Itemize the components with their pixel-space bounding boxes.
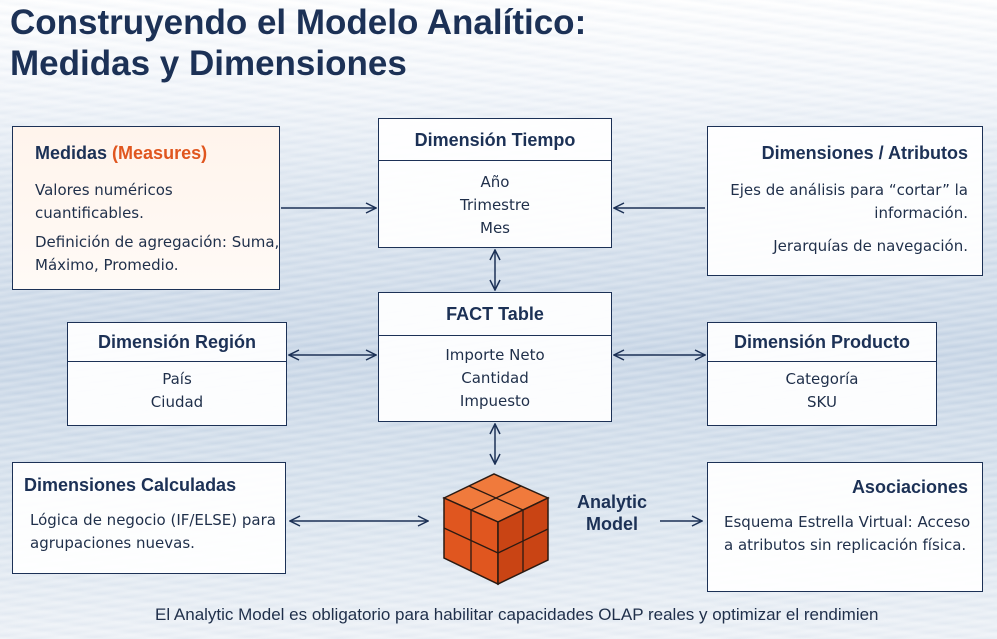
dimensiones-atributos-heading: Dimensiones / Atributos <box>761 143 968 163</box>
dimensiones-calculadas-heading: Dimensiones Calculadas <box>24 475 237 495</box>
calculadas-line-1: Lógica de negocio (IF/ELSE) para agrupac… <box>30 511 276 552</box>
asociaciones-line-1: Esquema Estrella Virtual: Acceso a atrib… <box>724 513 971 554</box>
fact-table-items: Importe Neto Cantidad Impuesto <box>379 336 611 413</box>
atributos-line-2: Jerarquías de navegación. <box>773 237 968 255</box>
fact-item-importe-neto: Importe Neto <box>445 346 545 364</box>
medidas-heading: Medidas (Measures) <box>35 143 207 164</box>
fact-item-impuesto: Impuesto <box>459 392 531 410</box>
dimension-region-heading: Dimensión Región <box>68 323 286 362</box>
producto-item-sku: SKU <box>807 393 837 411</box>
dimensiones-calculadas-box: Dimensiones Calculadas Lógica de negocio… <box>12 462 286 574</box>
footer-note: El Analytic Model es obligatorio para ha… <box>155 605 879 624</box>
dimensiones-atributos-box: Dimensiones / Atributos Ejes de análisis… <box>707 126 983 276</box>
region-item-ciudad: Ciudad <box>150 393 204 411</box>
dimension-region-items: País Ciudad <box>68 362 286 414</box>
medidas-heading-accent: (Measures) <box>112 143 208 163</box>
producto-item-categoria: Categoría <box>785 370 859 388</box>
dimension-tiempo-items: Año Trimestre Mes <box>379 161 611 240</box>
tiempo-item-trimestre: Trimestre <box>460 196 530 214</box>
dimension-producto-box: Dimensión Producto Categoría SKU <box>707 322 937 426</box>
dimension-producto-items: Categoría SKU <box>708 362 936 414</box>
atributos-line-1: Ejes de análisis para “cortar” la inform… <box>730 181 968 222</box>
analytic-model-label: Analytic Model <box>576 492 648 534</box>
tiempo-item-mes: Mes <box>480 219 510 237</box>
dimension-region-box: Dimensión Región País Ciudad <box>67 322 287 426</box>
cube-icon <box>442 473 550 586</box>
asociaciones-box: Asociaciones Esquema Estrella Virtual: A… <box>707 462 983 592</box>
asociaciones-heading: Asociaciones <box>851 477 968 497</box>
page-title: Construyendo el Modelo Analítico: Medida… <box>10 3 587 83</box>
medidas-line-2: Definición de agregación: Suma, Máximo, … <box>35 233 280 274</box>
region-item-pais: País <box>162 370 192 388</box>
medidas-line-1: Valores numéricos cuantificables. <box>35 181 173 222</box>
dimension-tiempo-heading: Dimensión Tiempo <box>379 119 611 161</box>
fact-item-cantidad: Cantidad <box>461 369 529 387</box>
fact-table-heading: FACT Table <box>379 293 611 336</box>
medidas-box: Medidas (Measures) Valores numéricos cua… <box>12 126 280 290</box>
medidas-heading-text: Medidas <box>35 143 108 163</box>
dimension-producto-heading: Dimensión Producto <box>708 323 936 362</box>
tiempo-item-ano: Año <box>480 173 510 191</box>
fact-table-box: FACT Table Importe Neto Cantidad Impuest… <box>378 292 612 422</box>
dimension-tiempo-box: Dimensión Tiempo Año Trimestre Mes <box>378 118 612 248</box>
